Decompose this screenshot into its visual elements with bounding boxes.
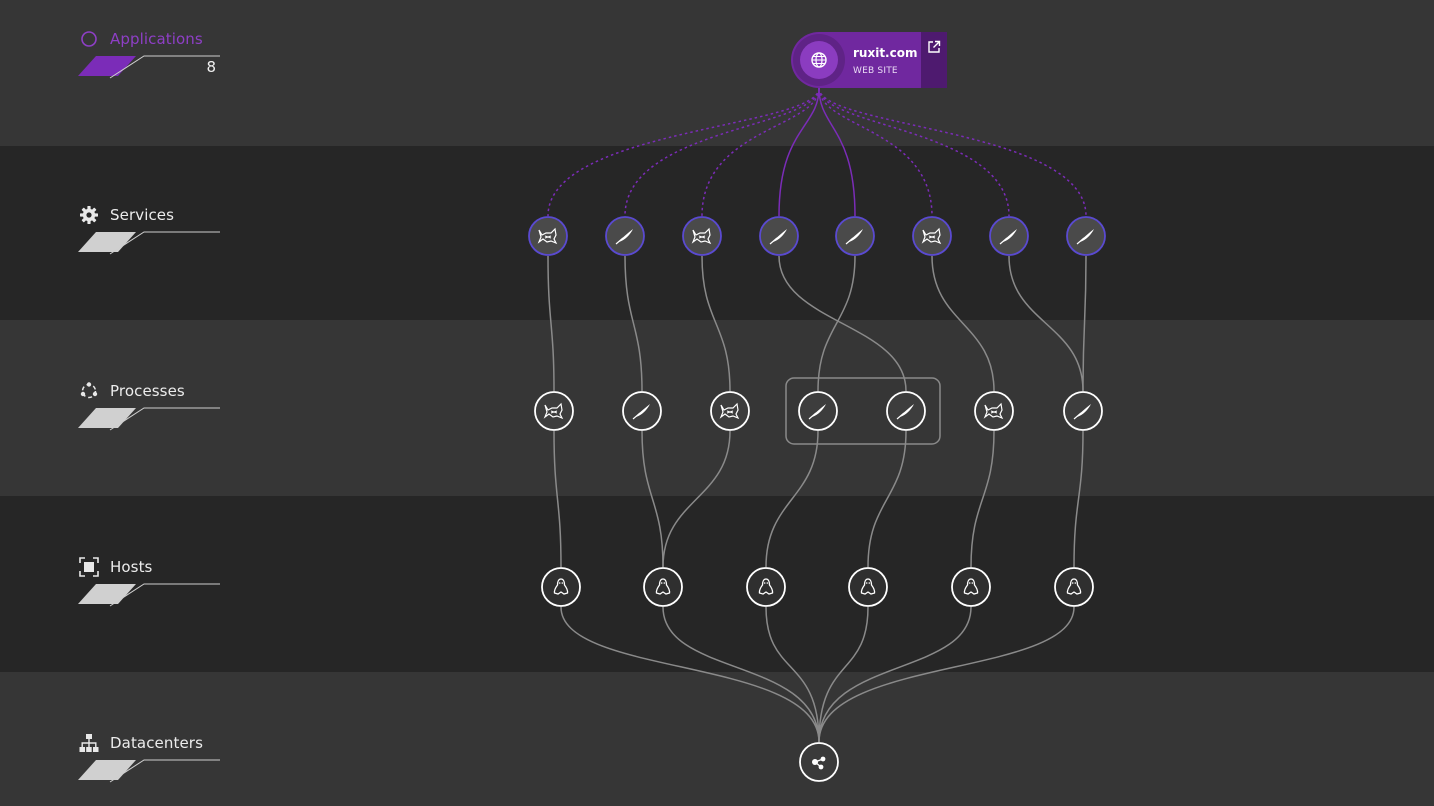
graph-edges: [547, 87, 1087, 743]
service-node-feather[interactable]: [605, 216, 645, 256]
service-process-edge: [701, 255, 731, 392]
external-link-icon[interactable]: [921, 32, 947, 88]
service-process-edge: [624, 255, 643, 392]
application-service-edge: [701, 87, 820, 217]
process-host-edge: [970, 430, 995, 568]
service-node-feather[interactable]: [835, 216, 875, 256]
tier-label-services: Services: [110, 206, 175, 224]
datacenter-node[interactable]: [799, 742, 839, 782]
service-node-feather[interactable]: [759, 216, 799, 256]
tier-datacenters[interactable]: Datacenters: [78, 732, 220, 792]
applications-count: 8: [206, 58, 216, 76]
circle-outline-icon: [78, 28, 100, 50]
host-node-linux[interactable]: [848, 567, 888, 607]
host-node-linux[interactable]: [643, 567, 683, 607]
process-host-edge: [765, 430, 819, 568]
host-datacenter-edge: [818, 606, 869, 743]
service-process-edge: [931, 255, 995, 392]
service-node-tomcat[interactable]: [528, 216, 568, 256]
tier-hosts[interactable]: Hosts: [78, 556, 220, 616]
application-type: WEB SITE: [853, 66, 898, 76]
tier-underline: [78, 231, 220, 255]
process-group-box[interactable]: [785, 377, 941, 445]
tier-underline: [78, 759, 220, 783]
service-node-tomcat[interactable]: [912, 216, 952, 256]
tier-label-hosts: Hosts: [110, 558, 153, 576]
service-process-edge: [1008, 255, 1084, 392]
application-service-edge: [778, 87, 820, 217]
tier-label-applications: Applications: [110, 30, 203, 48]
process-node-feather[interactable]: [622, 391, 662, 431]
host-datacenter-edge: [560, 606, 820, 743]
application-service-edge: [818, 87, 1010, 217]
process-host-edge: [1073, 430, 1084, 568]
applications-band: [0, 0, 1434, 146]
process-node-tomcat[interactable]: [974, 391, 1014, 431]
tier-underline: [78, 55, 220, 79]
tier-label-processes: Processes: [110, 382, 185, 400]
host-node-linux[interactable]: [541, 567, 581, 607]
process-host-edge: [662, 430, 731, 568]
host-node-linux[interactable]: [746, 567, 786, 607]
service-process-edge: [547, 255, 555, 392]
application-icon-ring: [793, 34, 845, 86]
tier-services[interactable]: Services: [78, 204, 220, 264]
application-service-edge: [547, 87, 820, 217]
process-node-feather[interactable]: [1063, 391, 1103, 431]
process-node-feather[interactable]: [798, 391, 838, 431]
tier-underline: [78, 583, 220, 607]
process-node-feather[interactable]: [886, 391, 926, 431]
process-node-tomcat[interactable]: [534, 391, 574, 431]
host-datacenter-edge: [818, 606, 1075, 743]
service-process-edge: [817, 255, 856, 392]
application-name: ruxit.com: [853, 46, 918, 60]
tier-processes[interactable]: Processes: [78, 380, 220, 440]
service-node-feather[interactable]: [1066, 216, 1106, 256]
datacenters-band: [0, 672, 1434, 806]
service-node-tomcat[interactable]: [682, 216, 722, 256]
host-chip-icon: [78, 556, 100, 578]
processes-icon: [78, 380, 100, 402]
tier-label-datacenters: Datacenters: [110, 734, 203, 752]
process-host-edge: [641, 430, 664, 568]
service-process-edge: [778, 255, 907, 392]
application-service-edge: [818, 87, 856, 217]
tier-applications[interactable]: Applications 8: [78, 28, 220, 88]
process-host-edge: [867, 430, 907, 568]
application-service-edge: [624, 87, 820, 217]
globe-icon: [800, 41, 838, 79]
hosts-band: [0, 496, 1434, 672]
gear-icon: [78, 204, 100, 226]
application-card[interactable]: ruxit.com WEB SITE: [791, 32, 947, 88]
service-node-feather[interactable]: [989, 216, 1029, 256]
tier-underline: [78, 407, 220, 431]
process-host-edge: [553, 430, 562, 568]
graph-nodes: [528, 216, 1106, 782]
network-tree-icon: [78, 732, 100, 754]
host-datacenter-edge: [818, 606, 972, 743]
host-datacenter-edge: [765, 606, 820, 743]
host-node-linux[interactable]: [951, 567, 991, 607]
application-service-edge: [818, 87, 1087, 217]
process-node-tomcat[interactable]: [710, 391, 750, 431]
host-node-linux[interactable]: [1054, 567, 1094, 607]
application-service-edge: [818, 87, 933, 217]
host-datacenter-edge: [662, 606, 820, 743]
service-process-edge: [1082, 255, 1087, 392]
